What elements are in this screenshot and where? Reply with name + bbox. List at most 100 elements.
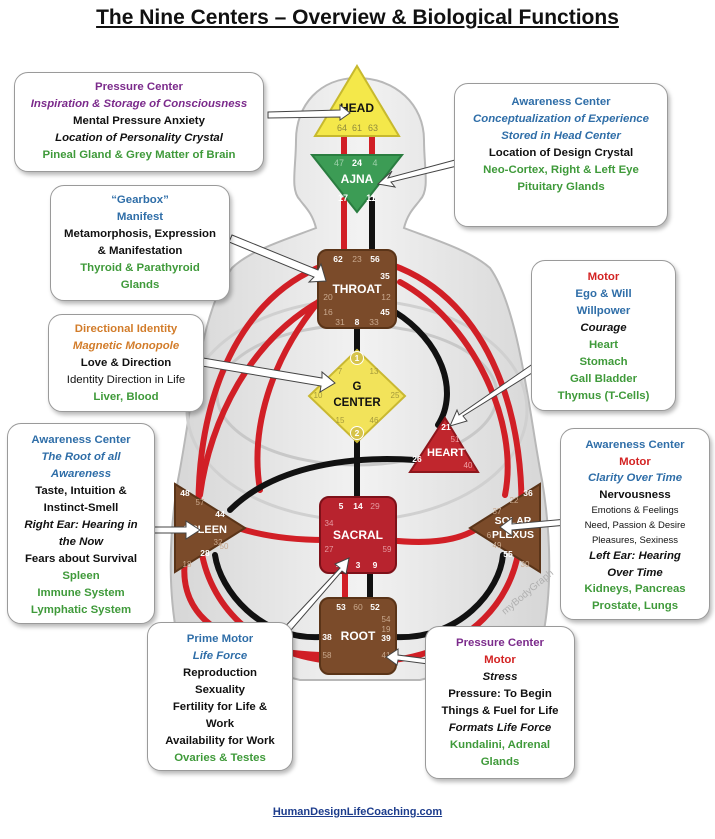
svg-text:30: 30	[521, 560, 530, 569]
info-box-spleen: Awareness Center The Root of all Awarene…	[7, 423, 155, 624]
throat-center-label: THROAT	[332, 282, 382, 296]
arrow-heart	[449, 360, 541, 427]
svg-text:9: 9	[373, 560, 378, 570]
pointer-arrows	[126, 103, 579, 666]
svg-text:41: 41	[382, 651, 391, 660]
svg-text:49: 49	[493, 541, 502, 550]
channel-26-44	[227, 456, 418, 513]
svg-text:62: 62	[333, 254, 343, 264]
svg-text:11: 11	[366, 193, 376, 203]
svg-text:22: 22	[510, 496, 519, 505]
svg-text:1: 1	[355, 353, 360, 363]
channel-20-57	[197, 297, 325, 498]
svg-text:5: 5	[339, 501, 344, 511]
info-box-sacral: Prime Motor Life Force Reproduction Sexu…	[147, 622, 293, 771]
svg-text:55: 55	[503, 549, 513, 559]
heart-center-label: HEART	[427, 447, 465, 459]
channel-45-21	[392, 309, 450, 428]
svg-text:17: 17	[338, 193, 348, 203]
svg-text:50: 50	[220, 542, 229, 551]
arrow-head	[267, 103, 351, 121]
channel-36-35	[397, 279, 511, 498]
svg-text:7: 7	[338, 367, 343, 376]
svg-text:51: 51	[451, 435, 460, 444]
svg-text:18: 18	[183, 560, 192, 569]
channel-sacral-solar	[385, 525, 481, 545]
svg-text:29: 29	[370, 501, 380, 511]
svg-text:53: 53	[336, 602, 346, 612]
svg-text:20: 20	[323, 292, 333, 302]
svg-text:38: 38	[322, 632, 332, 642]
solar-center-label-2: PLEXUS	[492, 529, 534, 541]
info-box-root: Pressure Center Motor Stress Pressure: T…	[425, 626, 575, 779]
svg-text:48: 48	[180, 488, 190, 498]
info-box-heart: Motor Ego & Will Willpower Courage Heart…	[531, 260, 676, 411]
svg-text:61: 61	[352, 123, 362, 133]
svg-text:10: 10	[314, 391, 323, 400]
svg-text:58: 58	[323, 651, 332, 660]
svg-text:33: 33	[369, 317, 379, 327]
svg-text:27: 27	[325, 545, 334, 554]
svg-text:31: 31	[335, 317, 345, 327]
heart-center: HEART 21 51 26 40	[408, 416, 480, 473]
svg-text:32: 32	[214, 538, 223, 547]
svg-text:44: 44	[215, 509, 225, 519]
root-center: ROOT 53 60 52 54 19 38 39 58 41	[319, 597, 397, 675]
g-center-label-1: G	[353, 381, 362, 393]
footer-link[interactable]: HumanDesignLifeCoaching.com	[272, 806, 443, 818]
page-title: The Nine Centers – Overview & Biological…	[96, 6, 619, 29]
info-box-solar: Awareness Center Motor Clarity Over Time…	[560, 428, 710, 620]
svg-text:3: 3	[356, 560, 361, 570]
svg-text:14: 14	[353, 501, 363, 511]
svg-text:23: 23	[352, 254, 362, 264]
throat-center: THROAT 62 23 56 35 20 12 16 45 31 8 33	[317, 249, 397, 329]
svg-text:2: 2	[355, 428, 360, 438]
arrow-ajna	[376, 159, 458, 188]
g-center: 1 G CENTER 7 13 10 25 15 46 2	[307, 348, 407, 444]
root-center-label: ROOT	[341, 629, 376, 643]
svg-text:34: 34	[325, 519, 334, 528]
svg-text:19: 19	[382, 625, 391, 634]
svg-text:54: 54	[382, 615, 391, 624]
svg-text:12: 12	[381, 292, 391, 302]
info-box-g: Directional Identity Magnetic Monopole L…	[48, 314, 204, 412]
svg-text:40: 40	[464, 461, 473, 470]
svg-text:45: 45	[380, 307, 390, 317]
svg-text:26: 26	[412, 454, 422, 464]
svg-text:46: 46	[370, 416, 379, 425]
channel-38-28	[212, 552, 323, 641]
svg-text:63: 63	[368, 123, 378, 133]
svg-text:57: 57	[196, 498, 205, 507]
svg-text:6: 6	[487, 531, 492, 540]
channel-39-55	[392, 552, 506, 641]
arrow-throat	[228, 234, 327, 283]
channel-sacral-spleen	[235, 525, 328, 543]
svg-text:4: 4	[372, 158, 377, 168]
svg-text:36: 36	[523, 488, 533, 498]
svg-text:37: 37	[493, 507, 502, 516]
svg-text:28: 28	[200, 548, 210, 558]
svg-text:39: 39	[381, 633, 391, 643]
svg-text:25: 25	[391, 391, 400, 400]
svg-text:59: 59	[383, 545, 392, 554]
svg-text:64: 64	[337, 123, 347, 133]
svg-text:15: 15	[336, 416, 345, 425]
ajna-center-label: AJNA	[341, 172, 374, 186]
g-center-label-2: CENTER	[333, 397, 381, 409]
svg-text:35: 35	[380, 271, 390, 281]
svg-text:47: 47	[334, 158, 344, 168]
sacral-center-label: SACRAL	[333, 528, 383, 542]
svg-text:13: 13	[370, 367, 379, 376]
svg-text:60: 60	[353, 602, 363, 612]
info-box-ajna: Awareness Center Conceptualization of Ex…	[454, 83, 668, 227]
info-box-head: Pressure Center Inspiration & Storage of…	[14, 72, 264, 172]
arrow-g	[201, 357, 336, 393]
svg-text:16: 16	[323, 307, 333, 317]
svg-text:8: 8	[355, 317, 360, 327]
svg-text:21: 21	[441, 422, 451, 432]
svg-text:52: 52	[370, 602, 380, 612]
svg-text:56: 56	[370, 254, 380, 264]
channel-20-34	[254, 297, 323, 493]
info-box-throat: “Gearbox” Manifest Metamorphosis, Expres…	[50, 185, 230, 301]
sacral-center: SACRAL 5 14 29 34 27 59 42 3 9	[319, 496, 397, 574]
